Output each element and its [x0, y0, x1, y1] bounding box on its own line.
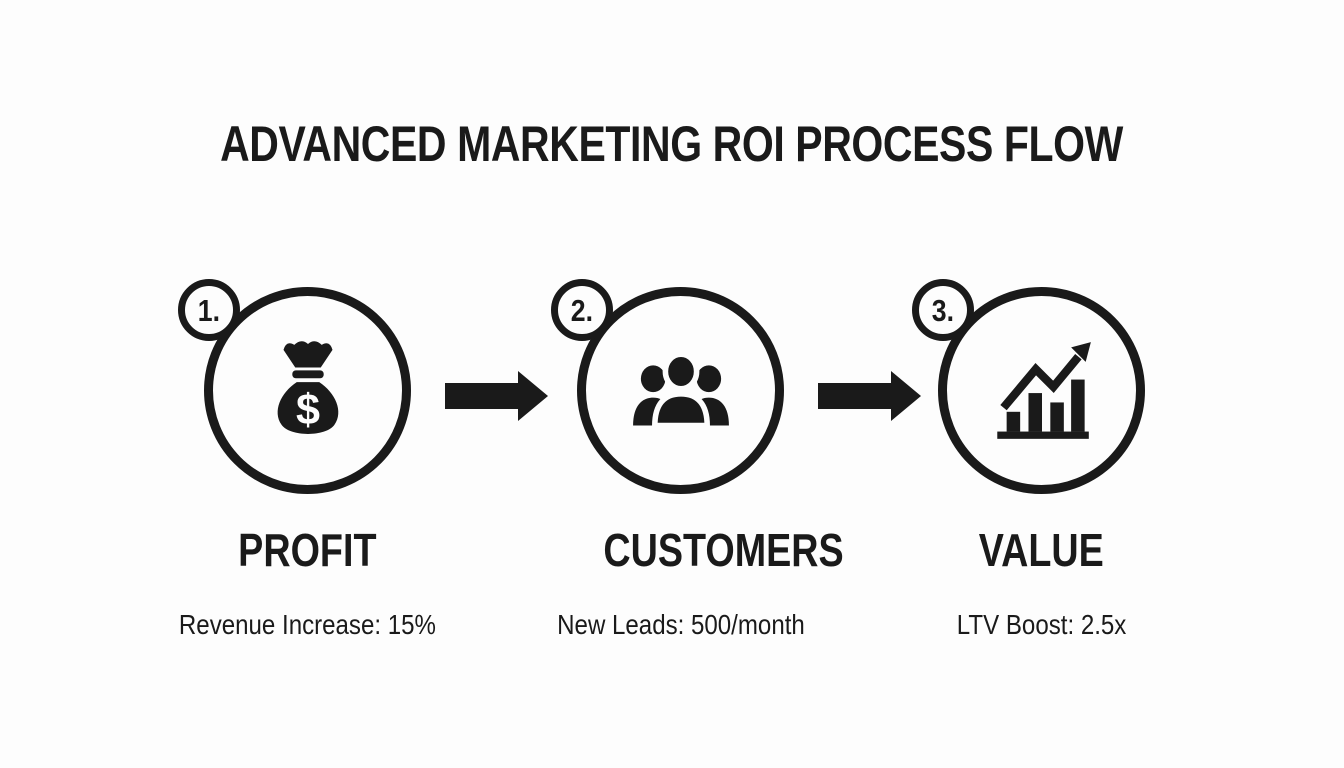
- step-1-circle: 1. $: [178, 279, 411, 494]
- step-2-circle: 2.: [551, 279, 784, 494]
- flow-arrow-icon: [445, 371, 548, 421]
- step-2-number: 2.: [570, 292, 594, 328]
- diagram-title: ADVANCED MARKETING ROI PROCESS FLOW: [0, 119, 1344, 169]
- step-3-circle: 3.: [912, 279, 1145, 494]
- step-3-number: 3.: [931, 292, 955, 328]
- step-2-metric: New Leads: 500/month: [556, 609, 805, 640]
- svg-text:$: $: [296, 386, 320, 434]
- step-2-number-badge: 2.: [551, 279, 613, 341]
- step-3-label: VALUE: [978, 524, 1105, 576]
- step-3-number-badge: 3.: [912, 279, 974, 341]
- customers-group-icon: [632, 351, 729, 428]
- money-bag-icon: $: [277, 341, 338, 434]
- step-1-number: 1.: [197, 292, 221, 328]
- step-1-metric: Revenue Increase: 15%: [178, 609, 437, 640]
- growth-chart-icon: [996, 341, 1091, 439]
- step-2-label: CUSTOMERS: [603, 524, 844, 576]
- step-1-label: PROFIT: [238, 524, 377, 576]
- flow-arrow-icon: [818, 371, 921, 421]
- step-3-metric: LTV Boost: 2.5x: [956, 609, 1127, 640]
- diagram-title-text: ADVANCED MARKETING ROI PROCESS FLOW: [220, 116, 1124, 172]
- step-1-number-badge: 1.: [178, 279, 240, 341]
